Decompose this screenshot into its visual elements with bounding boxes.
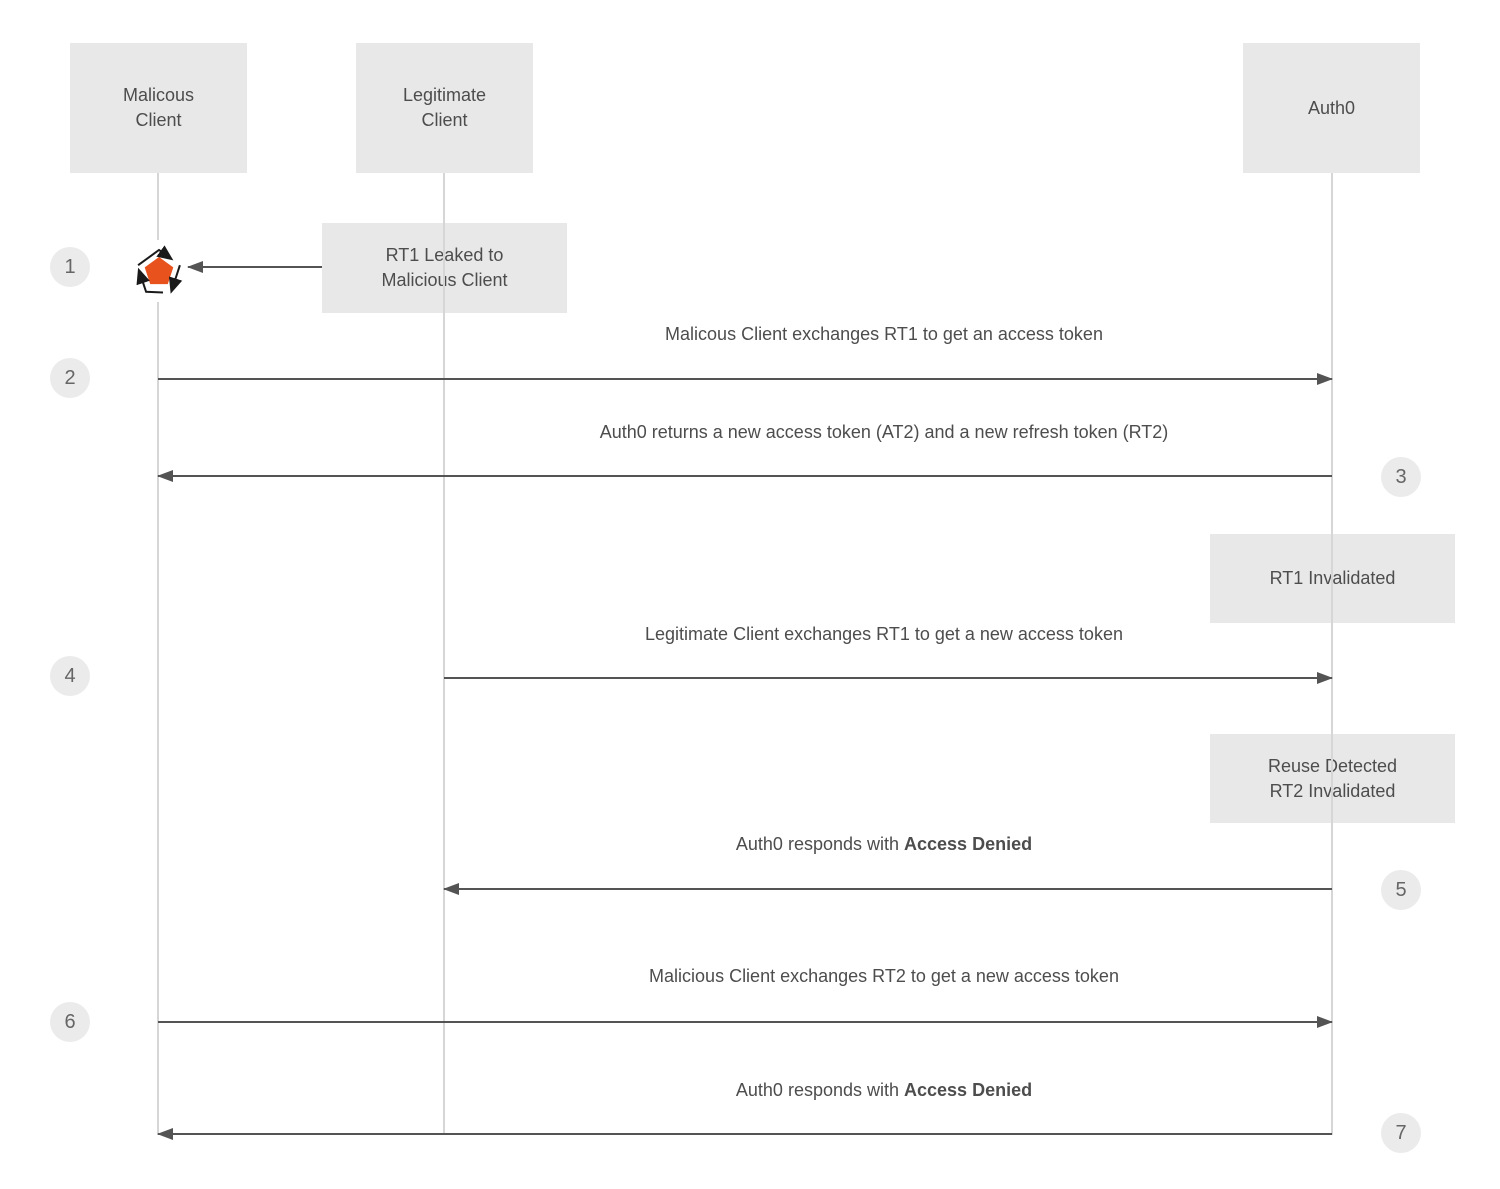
message-step-5-text: Auth0 responds with (735, 834, 905, 854)
arrowhead-left-icon (157, 1128, 173, 1140)
step-badge-5-number: 5 (1395, 878, 1407, 901)
arrow-step-5 (443, 883, 1332, 895)
step-badge-6-number: 6 (64, 1010, 76, 1033)
arrow-step-7 (157, 1128, 1332, 1140)
actor-box-legitimate-client: Legitimate Client (356, 43, 533, 173)
message-step-5-bold: Access Denied (904, 834, 1033, 854)
step-badge-4: 4 (50, 656, 90, 696)
note-rt1-leaked-label: RT1 Leaked to Malicious Client (381, 245, 508, 290)
message-step-6: Malicious Client exchanges RT2 to get a … (649, 965, 1119, 987)
step-badge-3: 3 (1381, 457, 1421, 497)
arrow-step-4 (444, 672, 1333, 684)
step-badge-2: 2 (50, 358, 90, 398)
message-step-2: Malicous Client exchanges RT1 to get an … (665, 323, 1103, 345)
step-badge-1: 1 (50, 247, 90, 287)
actor-label-legitimate-client: Legitimate Client (402, 85, 487, 130)
message-step-7-text: Auth0 responds with (735, 1080, 905, 1100)
token-rotation-icon (127, 240, 191, 302)
arrow-step-2 (158, 373, 1333, 385)
arrowhead-right-icon (1317, 373, 1333, 385)
message-step-7: Auth0 responds with Access Denied (736, 1079, 1032, 1101)
message-step-3: Auth0 returns a new access token (AT2) a… (600, 421, 1169, 443)
lifeline-legitimate-client (443, 173, 445, 1135)
message-step-4: Legitimate Client exchanges RT1 to get a… (645, 623, 1123, 645)
message-step-5: Auth0 responds with Access Denied (736, 833, 1032, 855)
step-badge-4-number: 4 (64, 664, 76, 687)
message-step-4-text: Legitimate Client exchanges RT1 to get a… (645, 624, 1123, 644)
lifeline-auth0 (1331, 173, 1333, 1135)
arrow-step-3 (157, 470, 1332, 482)
note-reuse-detected-label: Reuse Detected RT2 Invalidated (1267, 755, 1398, 801)
arrow-step-6 (158, 1016, 1333, 1028)
message-step-3-text: Auth0 returns a new access token (AT2) a… (599, 422, 1169, 442)
step-badge-7-number: 7 (1395, 1121, 1407, 1144)
arrowhead-right-icon (1317, 1016, 1333, 1028)
actor-box-malicious-client: Malicous Client (70, 43, 247, 173)
note-rt1-invalidated-label: RT1 Invalidated (1269, 568, 1396, 588)
actor-label-malicious-client: Malicous Client (122, 85, 195, 130)
arrowhead-left-icon (157, 470, 173, 482)
step-badge-1-number: 1 (64, 255, 76, 278)
step-badge-7: 7 (1381, 1113, 1421, 1153)
message-step-7-bold: Access Denied (904, 1080, 1033, 1100)
token-rotation-icon-svg (136, 245, 183, 294)
arrowhead-right-icon (1317, 672, 1333, 684)
message-step-6-text: Malicious Client exchanges RT2 to get a … (649, 966, 1119, 986)
actor-box-auth0: Auth0 (1243, 43, 1420, 173)
step-badge-3-number: 3 (1395, 465, 1407, 488)
arrow-step-1 (187, 261, 322, 273)
message-step-2-text: Malicous Client exchanges RT1 to get an … (665, 324, 1103, 344)
actor-label-auth0: Auth0 (1307, 97, 1356, 118)
arrowhead-left-icon (443, 883, 459, 895)
lifeline-malicious-client (157, 173, 159, 1135)
arrowhead-left-icon (187, 261, 203, 273)
step-badge-2-number: 2 (64, 366, 76, 389)
step-badge-6: 6 (50, 1002, 90, 1042)
step-badge-5: 5 (1381, 870, 1421, 910)
